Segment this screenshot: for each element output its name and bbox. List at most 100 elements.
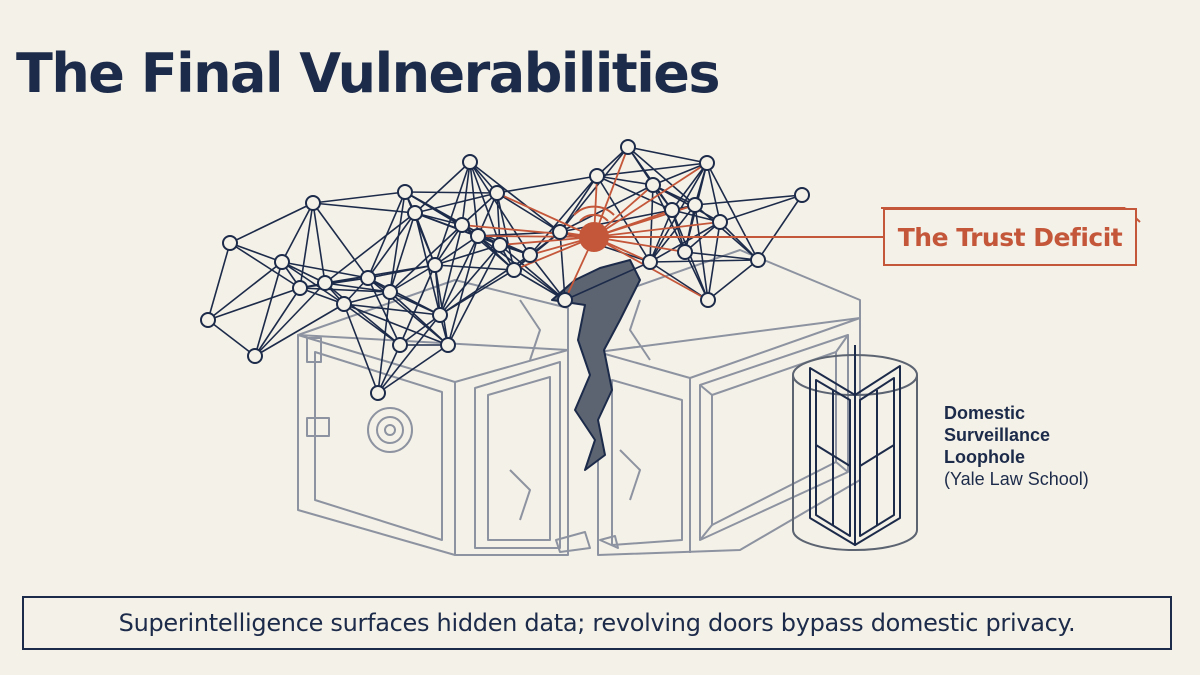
network-edge	[529, 254, 566, 301]
network-edge	[377, 344, 401, 394]
network-edge	[399, 314, 441, 346]
network-edge	[559, 146, 629, 233]
network-edge	[469, 161, 479, 237]
crack-icon	[551, 259, 641, 471]
network-edge	[496, 192, 561, 233]
network-node	[432, 307, 448, 323]
network-edge	[447, 235, 479, 346]
network-edge	[404, 191, 436, 266]
network-edge	[559, 231, 566, 301]
network-edge	[324, 282, 401, 346]
network-node	[489, 185, 505, 201]
highlight-edge	[461, 224, 595, 238]
network-node	[687, 197, 703, 213]
network-node	[664, 202, 680, 218]
network-edge	[564, 261, 651, 301]
network-edge	[414, 212, 463, 226]
network-edge	[281, 261, 345, 305]
network-edge	[684, 251, 709, 301]
network-edge	[649, 204, 696, 263]
network-edge	[439, 244, 501, 316]
network-edge	[684, 204, 696, 253]
network-edge	[627, 146, 708, 164]
network-edge	[596, 175, 673, 211]
network-edge	[404, 191, 463, 226]
network-edge	[719, 221, 759, 261]
network-node	[317, 275, 333, 291]
network-edge	[513, 269, 566, 301]
network-edge	[312, 202, 416, 214]
network-edge	[229, 242, 283, 263]
network-node	[642, 254, 658, 270]
network-node	[470, 228, 486, 244]
network-edge	[367, 264, 436, 279]
network-edge	[496, 192, 515, 271]
network-edge	[596, 162, 708, 177]
network-edge	[207, 319, 256, 357]
network-edge	[684, 251, 759, 261]
network-edge	[694, 204, 709, 301]
network-node	[336, 296, 352, 312]
network-edge	[439, 235, 479, 316]
trust-deficit-callout: The Trust Deficit	[883, 208, 1137, 266]
network-node	[645, 177, 661, 193]
cracked-safe-icon	[297, 249, 861, 556]
highlight-edge	[499, 236, 595, 246]
network-edge	[389, 291, 441, 316]
network-edge	[367, 212, 416, 279]
network-node	[427, 257, 443, 273]
highlight-edge	[593, 221, 721, 238]
network-edge	[389, 264, 436, 293]
page-title: The Final Vulnerabilities	[16, 42, 721, 105]
network-edge	[281, 202, 314, 263]
network-graph-icon	[200, 139, 810, 401]
network-edge	[414, 212, 479, 237]
revolving-door-icon	[792, 345, 918, 551]
network-edge	[652, 162, 708, 186]
network-node	[407, 205, 423, 221]
network-edge	[757, 194, 803, 261]
caption-box: Superintelligence surfaces hidden data; …	[22, 596, 1172, 650]
network-edge	[324, 282, 391, 293]
network-node	[794, 187, 810, 203]
network-edge	[434, 224, 463, 266]
network-edge	[434, 264, 449, 346]
network-edge	[207, 261, 283, 321]
network-edge	[343, 303, 379, 394]
network-edge	[649, 221, 721, 263]
network-edge	[367, 277, 401, 346]
surveillance-label-line-3: Loophole	[944, 447, 1025, 467]
network-edge	[414, 161, 471, 214]
surveillance-label-line-2: Surveillance	[944, 425, 1051, 445]
network-edge	[461, 161, 471, 226]
network-node	[292, 280, 308, 296]
network-edge	[389, 291, 449, 346]
network-edge	[367, 191, 406, 279]
network-edge	[377, 344, 449, 394]
network-edge	[496, 175, 598, 194]
network-edge	[434, 264, 515, 271]
network-edge	[434, 264, 441, 316]
network-node	[522, 247, 538, 263]
network-edge	[343, 303, 449, 346]
highlight-edge	[477, 235, 595, 238]
network-edge	[559, 209, 673, 233]
network-node	[360, 270, 376, 286]
network-node	[454, 217, 470, 233]
highlight-edge	[593, 236, 686, 253]
network-edge	[649, 184, 654, 263]
network-edge	[694, 204, 759, 261]
network-node	[247, 348, 263, 364]
network-node	[462, 154, 478, 170]
network-edge	[596, 175, 654, 186]
network-node	[492, 237, 508, 253]
network-edge	[719, 194, 803, 223]
network-node	[620, 139, 636, 155]
network-edge	[461, 224, 515, 271]
network-edge	[439, 224, 463, 316]
network-node	[750, 252, 766, 268]
surveillance-loophole-label: Domestic Surveillance Loophole (Yale Law…	[944, 402, 1089, 490]
network-edge	[343, 303, 401, 346]
network-edge	[559, 175, 598, 233]
